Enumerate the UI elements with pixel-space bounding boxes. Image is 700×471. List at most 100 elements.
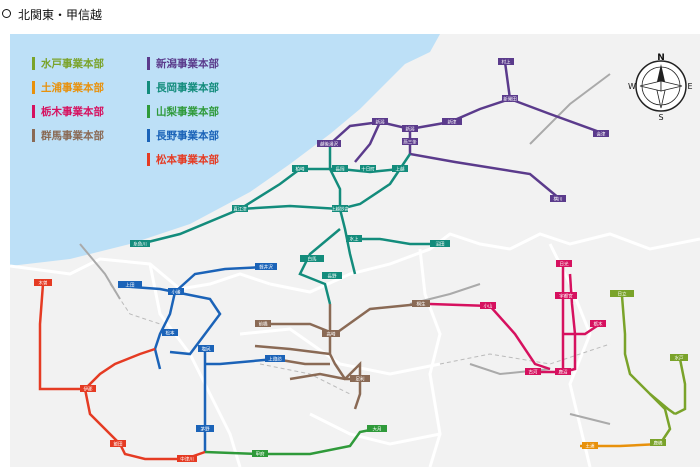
station: 新潟 [372, 118, 388, 126]
legend-item: 新潟事業本部 [147, 57, 219, 70]
legend-item: 水戸事業本部 [32, 57, 104, 70]
svg-text:沼田: 沼田 [436, 241, 445, 248]
station: 新津 [442, 118, 462, 126]
svg-text:上田: 上田 [126, 282, 135, 289]
station: 村上 [498, 58, 514, 66]
svg-text:軽井沢: 軽井沢 [259, 264, 273, 271]
svg-text:松本事業本部: 松本事業本部 [156, 153, 219, 166]
svg-text:水上: 水上 [350, 236, 359, 243]
station: 上越妙高 [331, 205, 349, 213]
station: 上越 [392, 165, 408, 173]
dashed-borders [109, 283, 611, 395]
svg-text:直江津: 直江津 [233, 206, 247, 213]
station: 横川 [550, 195, 566, 203]
station: 上田 [118, 281, 142, 289]
svg-text:上越: 上越 [396, 166, 405, 173]
svg-text:日立: 日立 [618, 291, 627, 298]
station: 白馬 [300, 255, 324, 263]
svg-text:栃木: 栃木 [594, 321, 603, 328]
station: 日立 [610, 290, 634, 298]
legend-item: 長野事業本部 [147, 129, 219, 142]
svg-text:新発田: 新発田 [503, 96, 517, 103]
station: 中津川 [177, 455, 197, 463]
svg-text:古河: 古河 [529, 369, 538, 376]
station: 越後湯沢 [317, 140, 341, 148]
station: 長野 [322, 272, 342, 280]
svg-text:村上: 村上 [502, 59, 511, 66]
svg-text:十日町: 十日町 [361, 166, 375, 173]
svg-text:松本: 松本 [166, 330, 175, 337]
station: 高崎 [322, 330, 340, 338]
station: 燕三条 [402, 138, 418, 146]
svg-text:宇都宮: 宇都宮 [559, 293, 573, 300]
legend-item: 土浦事業本部 [32, 81, 104, 94]
station: 松本 [162, 329, 178, 337]
svg-text:白馬: 白馬 [308, 256, 317, 263]
svg-text:柏崎: 柏崎 [296, 166, 305, 173]
svg-text:群馬事業本部: 群馬事業本部 [41, 129, 104, 142]
station: 会津 [593, 130, 609, 138]
legend-item: 松本事業本部 [147, 153, 219, 166]
compass-icon: N S E W [628, 53, 692, 122]
svg-text:新潟: 新潟 [376, 119, 385, 126]
svg-text:糸魚川: 糸魚川 [133, 241, 147, 248]
station: 沼田 [430, 240, 450, 248]
svg-text:新津: 新津 [448, 119, 457, 126]
station-labels: 村上 新発田 会津 新津 新潟 新潟 燕三条 横川 越後湯沢 柏崎 長岡 十日町… [34, 58, 688, 463]
svg-text:日光: 日光 [560, 261, 569, 268]
svg-text:山梨事業本部: 山梨事業本部 [156, 105, 219, 118]
station: 古河 [525, 368, 541, 376]
station: 木曽 [34, 279, 52, 287]
page-header: 北関東・甲信越 [0, 0, 700, 32]
station: 水上 [346, 235, 362, 243]
compass-south-label: S [658, 113, 663, 122]
station: 茅野 [196, 425, 214, 433]
station: 新潟 [402, 125, 418, 133]
bullet-circle-icon [2, 9, 11, 18]
railway-map: 村上 新発田 会津 新津 新潟 新潟 燕三条 横川 越後湯沢 柏崎 長岡 十日町… [9, 34, 700, 468]
svg-text:上諏訪: 上諏訪 [268, 356, 282, 363]
svg-text:栃木事業本部: 栃木事業本部 [41, 105, 104, 118]
svg-text:土浦: 土浦 [586, 443, 595, 450]
station: 前橋 [255, 320, 271, 328]
svg-text:小諸: 小諸 [172, 289, 181, 296]
prefecture-borders [9, 232, 700, 468]
station: 土浦 [582, 442, 598, 450]
svg-text:塩尻: 塩尻 [202, 346, 211, 353]
line-matsumoto [38, 283, 206, 461]
station: 小山 [480, 302, 496, 310]
compass-west-label: W [628, 82, 636, 91]
page-title: 北関東・甲信越 [18, 8, 103, 22]
station: 日光 [556, 260, 572, 268]
station: 直江津 [232, 205, 248, 213]
line-mito [620, 295, 687, 445]
station: 上諏訪 [265, 355, 285, 363]
svg-text:長野事業本部: 長野事業本部 [156, 129, 219, 142]
station: 水戸 [670, 354, 688, 362]
svg-text:水戸: 水戸 [675, 355, 684, 362]
svg-text:木曽: 木曽 [39, 280, 48, 287]
svg-text:飯田: 飯田 [114, 441, 123, 448]
legend-item: 栃木事業本部 [32, 105, 104, 118]
svg-text:小山: 小山 [484, 303, 493, 310]
compass-north-label: N [657, 53, 665, 63]
station: 軽井沢 [255, 263, 277, 271]
sea-area [10, 34, 440, 266]
svg-text:燕三条: 燕三条 [403, 139, 417, 146]
svg-text:新潟: 新潟 [406, 126, 415, 133]
svg-text:土浦事業本部: 土浦事業本部 [41, 81, 104, 94]
station: 甲府 [252, 450, 268, 458]
line-yamanashi [204, 427, 376, 456]
svg-text:横川: 横川 [554, 196, 563, 203]
station: 小諸 [168, 288, 184, 296]
svg-text:長岡: 長岡 [336, 167, 345, 173]
svg-text:桐生: 桐生 [417, 301, 426, 308]
station: 糸魚川 [130, 240, 150, 248]
station: 鹿嶋 [650, 439, 666, 447]
station: 桐生 [412, 300, 430, 308]
station: 足利 [350, 375, 370, 383]
svg-text:中津川: 中津川 [180, 456, 194, 463]
svg-text:鹿嶋: 鹿嶋 [654, 440, 663, 447]
svg-text:大月: 大月 [373, 426, 382, 433]
svg-text:鹿沼: 鹿沼 [559, 369, 568, 376]
